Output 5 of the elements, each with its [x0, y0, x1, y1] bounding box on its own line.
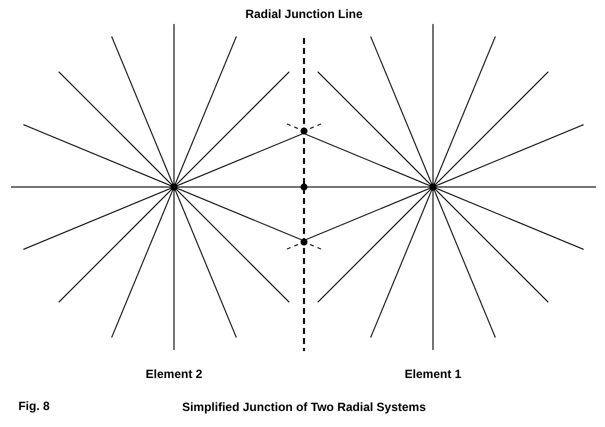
diagram-label: Radial Junction Line [245, 7, 363, 21]
element-label: Element 1 [404, 367, 462, 381]
element-label: Element 2 [146, 367, 202, 381]
figure-number: Fig. 8 [18, 399, 50, 413]
figure-caption: Simplified Junction of Two Radial Systems [182, 400, 426, 414]
